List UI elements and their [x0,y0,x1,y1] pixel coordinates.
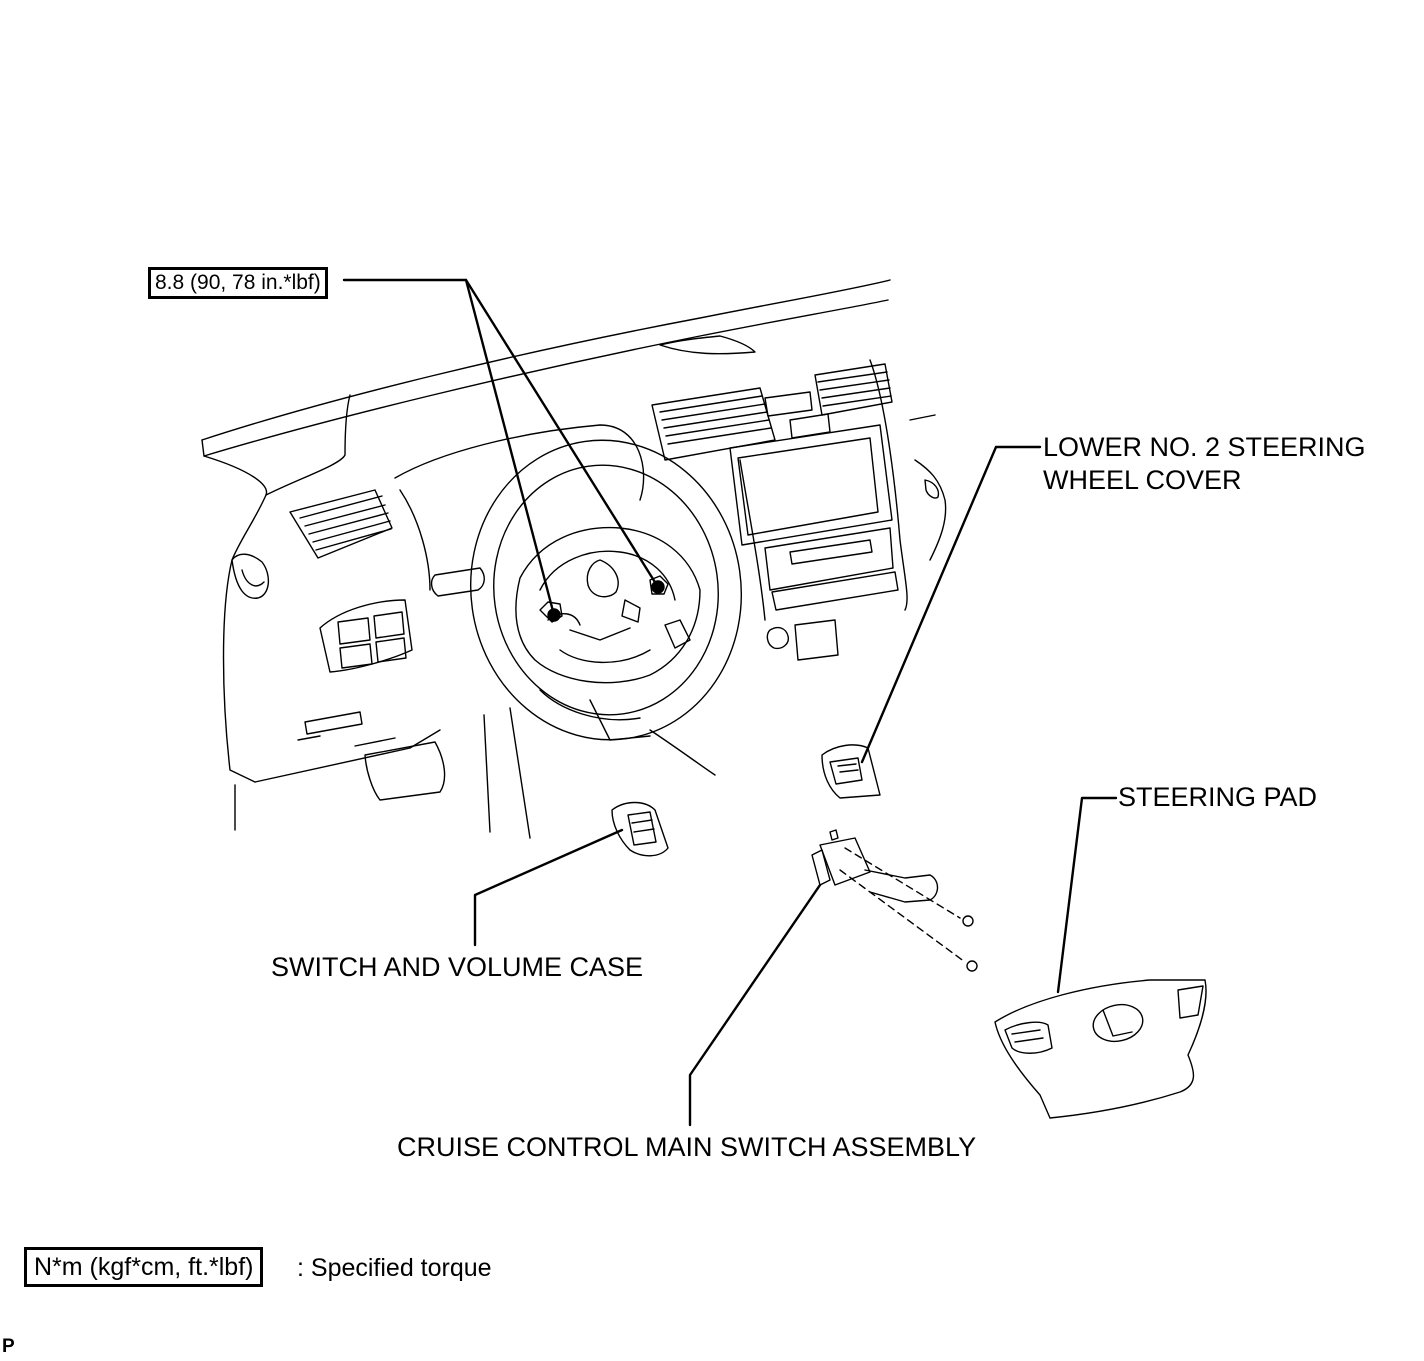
label-steering-pad: STEERING PAD [1118,782,1318,812]
instrument-panel [201,279,947,839]
lower-cover-part [821,744,881,799]
label-cruise-control-main-switch-assembly: CRUISE CONTROL MAIN SWITCH ASSEMBLY [397,1132,977,1162]
legend-description: : Specified torque [297,1254,492,1282]
legend-unit-box: N*m (kgf*cm, ft.*lbf) [24,1247,264,1287]
leader-lines [342,278,1118,1127]
cruise-switch-part [811,829,978,972]
corner-code: P [2,1336,15,1357]
label-line-2: WHEEL COVER [1043,465,1242,495]
torque-callout: 8.8 (90, 78 in.*lbf) [148,267,328,299]
label-switch-and-volume-case: SWITCH AND VOLUME CASE [271,952,644,982]
switch-volume-case-part [611,801,669,857]
label-line-1: LOWER NO. 2 STEERING [1043,432,1366,462]
steering-pad-part [994,979,1207,1119]
steering-wheel [469,439,743,741]
label-lower-no2-steering-wheel-cover: LOWER NO. 2 STEERING WHEEL COVER [1043,431,1366,497]
